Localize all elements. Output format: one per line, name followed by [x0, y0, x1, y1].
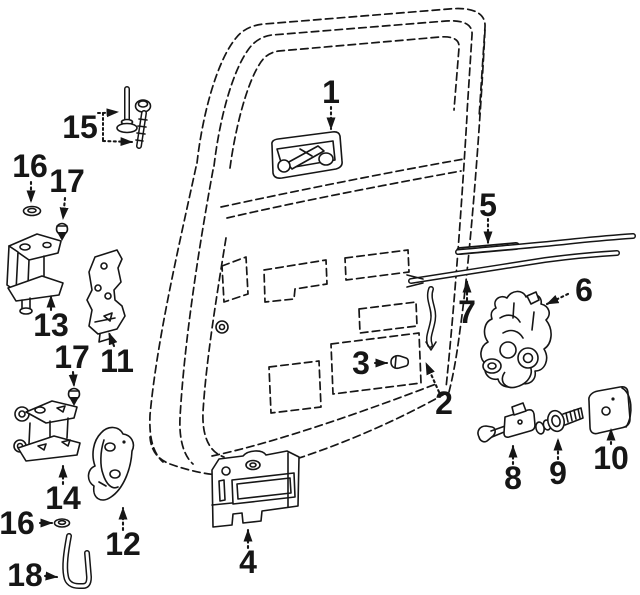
part-1-inside-handle-icon — [271, 131, 343, 179]
callout-2: 2 — [424, 361, 453, 421]
callout-14: 14 — [45, 464, 81, 516]
callout-5: 5 — [479, 187, 497, 245]
callout-17-lower-arrow — [68, 370, 78, 388]
part-17-clip-lower-icon — [67, 387, 81, 406]
part-9-striker-bolt-icon — [535, 407, 584, 435]
callout-15-label: 15 — [62, 109, 98, 145]
callout-8: 8 — [504, 444, 522, 496]
panel-cutout-upper-right — [344, 249, 410, 281]
callout-7-label: 7 — [458, 294, 476, 330]
callout-18: 18 — [7, 557, 59, 593]
callout-17-lower: 17 — [54, 339, 90, 388]
callout-8-label: 8 — [504, 460, 522, 496]
callouts: 1 2 3 4 5 6 7 8 — [0, 74, 629, 593]
part-13-upper-hinge-icon — [6, 233, 64, 315]
door-front-edge-outer — [149, 166, 197, 463]
part-14-lower-hinge-icon — [13, 400, 81, 462]
callout-6: 6 — [545, 272, 593, 308]
callout-11-label: 11 — [100, 343, 134, 379]
callout-16-lower: 16 — [0, 505, 54, 541]
callout-17-upper: 17 — [49, 163, 85, 221]
door-front-edge-inner — [179, 169, 214, 465]
door-hem-line — [211, 383, 437, 457]
callout-4: 4 — [239, 528, 257, 580]
callout-10-label: 10 — [593, 440, 629, 476]
callout-1-label: 1 — [322, 74, 340, 110]
callout-12-label: 12 — [105, 526, 141, 562]
callout-13: 13 — [33, 294, 69, 343]
callout-17-upper-label: 17 — [49, 163, 85, 199]
part-15-hinge-bolts-icon — [116, 86, 152, 149]
part-18-link-rod-icon — [62, 533, 93, 589]
part-2-lock-rod-icon — [425, 286, 437, 351]
part-11-hinge-bracket-icon — [86, 249, 126, 343]
part-7-control-rod-icon — [406, 250, 620, 288]
lock-knob-hole — [215, 320, 229, 334]
part-4-handle-bracket-icon — [211, 450, 300, 528]
part-17-clip-upper-icon — [55, 222, 69, 241]
callout-2-arrow — [424, 361, 441, 394]
callout-15-arrow-top — [101, 108, 120, 118]
callout-6-arrow — [545, 292, 570, 306]
callout-15-bracket — [97, 112, 104, 142]
callout-18-label: 18 — [7, 557, 43, 593]
callout-11-arrow — [107, 331, 118, 348]
callout-7: 7 — [458, 279, 476, 330]
callout-2-label: 2 — [435, 385, 453, 421]
callout-16-lower-label: 16 — [0, 505, 35, 541]
callout-6-label: 6 — [575, 272, 593, 308]
callout-15: 15 — [62, 108, 134, 147]
window-frame-outer — [196, 7, 486, 164]
part-16-washer-lower-icon — [53, 518, 71, 528]
callout-5-label: 5 — [479, 187, 497, 223]
callout-17-upper-arrow — [59, 196, 69, 221]
part-5-release-rod-icon — [455, 233, 636, 255]
callout-10: 10 — [593, 427, 629, 476]
lock-knob-hole-center — [218, 323, 226, 331]
part-6-latch-assembly-icon — [480, 290, 552, 389]
beltline-lower — [226, 170, 462, 219]
window-frame-inner — [229, 35, 460, 169]
callout-16-upper-label: 16 — [12, 148, 48, 184]
callout-18-arrow — [43, 571, 59, 581]
part-16-washer-upper-icon — [22, 205, 42, 217]
window-frame-mid — [213, 19, 473, 167]
callout-4-label: 4 — [239, 544, 257, 580]
part-8-lock-cylinder-icon — [477, 402, 536, 443]
panel-cutout-large — [330, 332, 422, 395]
callout-3-label: 3 — [352, 345, 370, 381]
callout-1: 1 — [322, 74, 340, 131]
callout-3: 3 — [352, 345, 389, 381]
callout-9-label: 9 — [549, 455, 567, 491]
panel-cutout-lower-left — [268, 360, 322, 414]
callout-11: 11 — [100, 331, 134, 379]
callout-15-arrow-bottom — [101, 137, 134, 147]
panel-cutout-front — [221, 256, 249, 303]
callout-17-lower-label: 17 — [54, 339, 90, 375]
callout-13-label: 13 — [33, 307, 69, 343]
panel-cutout-armrest — [263, 259, 328, 303]
part-10-striker-plate-icon — [588, 386, 632, 435]
inner-panel-edge — [202, 237, 227, 458]
beltline-upper — [220, 158, 465, 208]
callout-16-upper: 16 — [12, 148, 48, 204]
part-12-hinge-bracket-icon — [87, 426, 135, 501]
callout-14-label: 14 — [45, 480, 81, 516]
door-rear-edge-outer — [448, 29, 486, 393]
part-3-clip-icon — [390, 354, 410, 370]
callout-12: 12 — [105, 506, 141, 562]
door-bottom-edge — [149, 391, 449, 476]
callout-9: 9 — [549, 437, 567, 491]
panel-cutout-mid-right — [358, 301, 418, 334]
